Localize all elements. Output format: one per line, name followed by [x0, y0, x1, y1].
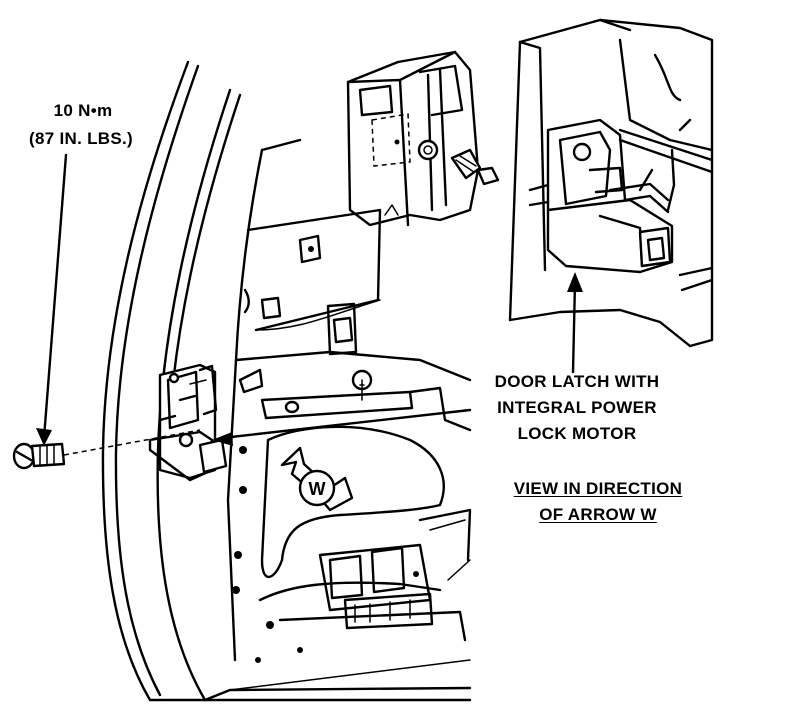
door-outer-panel: [101, 60, 472, 702]
window-regulator-bracket: [318, 508, 472, 630]
arrow-w: W: [280, 446, 354, 512]
latch-callout-line1: DOOR LATCH WITH: [494, 372, 660, 391]
inset-latch-view-w: [508, 18, 714, 348]
inset-latch-mounting: [346, 50, 500, 227]
latch-callout-leader: [567, 272, 583, 374]
torque-spec-line1: 10 N•m: [53, 101, 113, 120]
torque-spec-line2: (87 IN. LBS.): [28, 129, 134, 148]
latch-callout-line3: LOCK MOTOR: [517, 424, 637, 443]
latch-screw: [12, 442, 66, 470]
torque-leader-arrow: [36, 153, 68, 446]
arrow-w-letter: W: [309, 479, 326, 499]
latch-callout-line2: INTEGRAL POWER: [497, 398, 657, 417]
latch-pointer-line: [212, 408, 472, 446]
view-direction-line1: VIEW IN DIRECTION: [513, 479, 683, 498]
door-latch-mounted: [148, 363, 228, 482]
view-direction-line2: OF ARROW W: [539, 505, 657, 524]
door-inner-panel: [226, 138, 472, 663]
